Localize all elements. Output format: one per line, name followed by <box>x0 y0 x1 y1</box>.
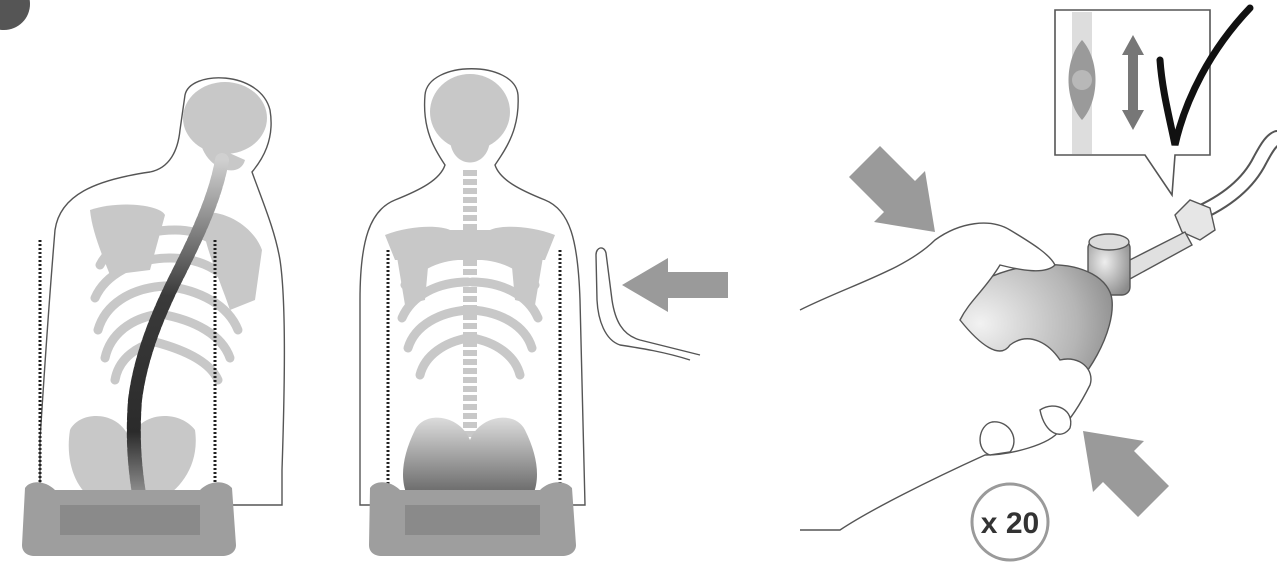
valve-callout <box>1055 8 1250 195</box>
panel-curved-spine <box>22 78 284 556</box>
step-circle-icon <box>0 0 30 30</box>
skull <box>430 74 510 150</box>
squeeze-arrow-icon <box>849 146 935 232</box>
repeat-count-label: x 20 <box>981 507 1039 540</box>
repeat-count-badge: x 20 <box>972 484 1048 560</box>
pushing-hand <box>596 248 700 360</box>
panel-straight-spine <box>360 69 728 556</box>
skull <box>183 82 267 154</box>
pump-stem <box>1120 232 1192 280</box>
hand <box>800 223 1091 530</box>
push-arrow-icon <box>622 258 728 312</box>
squeeze-arrow-icon <box>1083 431 1169 517</box>
panel-hand-pump: x 20 <box>800 8 1277 560</box>
